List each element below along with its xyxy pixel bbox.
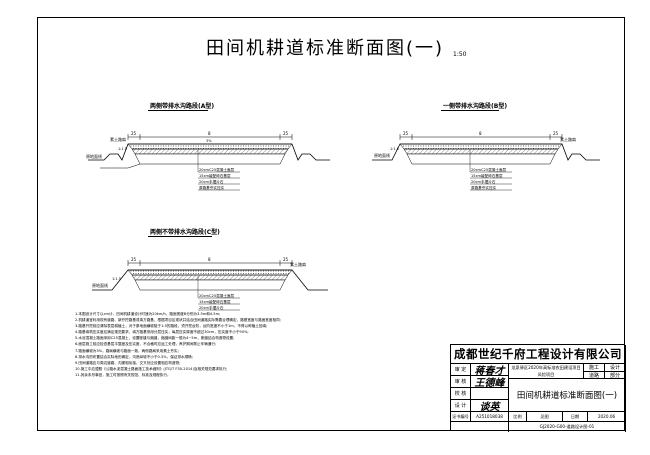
sheet-drawing-name: 田间机耕道标准断面图(一) [509, 379, 626, 412]
section-a-dim-right: 25 [283, 131, 289, 136]
title-block-spacer [451, 422, 509, 432]
signature-design: 谈英 [471, 400, 509, 412]
cert-label: 证书编号 [451, 412, 471, 422]
signature-approve: 蒋春才 [471, 364, 509, 376]
section-c-layer-3: 20cm手摆片石 [199, 305, 224, 310]
note-line: 2.机耕道宜利用现有道路、新开挖路基或填方路基，根据项目区现状并结合田间道路实际… [75, 318, 281, 323]
section-b-title: 一侧带排水沟路段(B型) [443, 103, 508, 110]
note-line: 10.施工中应遵照《公路水泥混凝土路面施工技术细则》(JTG/T F30-201… [75, 366, 228, 371]
role-design: 设 计 [451, 400, 471, 412]
note-line: 7.路面横坡为3%，路肩横坡与路面一致，两侧路肩采用素土夯实; [75, 348, 179, 353]
drawing-scale: 1:50 [453, 51, 467, 58]
section-a-drawing: 25 8 25 素土路肩 原地面线 1:1.5 3% 20cmC25混凝土面层 … [86, 131, 330, 191]
section-a-layer-2: 15cm级配碎石基层 [199, 173, 231, 178]
section-b-slope-mark: 1:1.5 [390, 147, 399, 151]
section-c-slope-mark: 1:1.5 [112, 277, 121, 281]
division-value: 部分 [605, 372, 626, 379]
section-a-slope-mark: 1:1.5 [118, 147, 127, 151]
design-notes: 1.本图设计尺寸以cm计，田间机耕道设计时速为20km/h，路面宽度B分别为3.… [75, 311, 445, 378]
section-a-layer-4: 原路基夯实压实 [199, 185, 225, 190]
section-a-title-underline [148, 110, 208, 111]
section-c-shoulder-label: 素土路肩 [290, 261, 306, 267]
section-b-ground-line [372, 143, 600, 161]
section-c-layer-1: 20cmC25混凝土面层 [199, 293, 235, 298]
section-a-original-ground [100, 163, 141, 169]
section-c-dim-left: 25 [131, 257, 137, 262]
section-b-base-layer [403, 148, 559, 155]
section-b-dim-middle: 8 [479, 131, 482, 136]
section-c-surface-layer [127, 269, 293, 276]
section-a-crossfall-mark: 3% [206, 139, 212, 143]
signature-review: 王德峰 [471, 376, 509, 388]
date-label: 日期 [563, 412, 588, 422]
section-c-drawing: 25 8 25 原地面线 素土路肩 1:1.5 20cmC25混凝土面层 15c… [92, 257, 328, 311]
section-a-title: 两侧带排水沟路段(A型) [150, 103, 215, 110]
project-name: 龙泉驿区2020年高标准农田建设项目 [509, 364, 584, 372]
drawing-number: GJ2020-G00-道路设计图-01 [509, 422, 626, 432]
division-label: 道路 [584, 372, 605, 379]
note-line: 4.路基填筑压实度应满足规范要求，填方路基采用分层压实，每层压实厚度不超过30c… [75, 330, 249, 335]
section-b-subgrade [406, 153, 556, 165]
cert-number: A251018038 [471, 412, 509, 422]
section-a-layer-3: 20cm手摆片石 [199, 179, 224, 184]
section-a-ground-label: 原地面线 [86, 153, 102, 159]
note-line: 6.面层施工前应检查基层平整度及压实度，不合格时应返工处理，养护期间禁止车辆通行… [75, 342, 217, 347]
section-b-title-underline [441, 110, 499, 111]
section-b-layer-1: 20cmC25混凝土面层 [471, 167, 507, 172]
drawing-frame [37, 17, 625, 431]
role-check: 校 核 [451, 388, 471, 400]
note-line: 8.排水沟的布置结合实际地形确定，沟底纵坡不小于0.3%，保证排水顺畅; [75, 354, 193, 359]
section-b-dim-left: 25 [403, 131, 409, 136]
section-b-shoulder-label: 素土路肩 [560, 136, 576, 142]
section-b-layer-4: 原路基夯实压实 [471, 185, 497, 190]
section-c-title-underline [148, 236, 212, 237]
section-b-layer-3: 20cm手摆片石 [471, 179, 496, 184]
stage-label: 施工 [584, 364, 605, 372]
section-c-dim-right: 25 [283, 257, 289, 262]
section-b-drawing: 25 8 25 原地面线 素土路肩 1:1.5 20cmC25混凝土面层 15c… [372, 131, 600, 191]
company-name: 成都世纪千府工程设计有限公司 [451, 345, 626, 364]
section-c-title: 两侧不带排水沟路段(C型) [150, 229, 220, 236]
section-a-subgrade [134, 153, 286, 165]
section-c-subgrade [134, 279, 286, 291]
section-a-dim-left: 25 [131, 131, 137, 136]
stage-value: 设计 [605, 364, 626, 372]
signature-check [471, 388, 509, 400]
section-b-ground-label: 原地面线 [374, 152, 390, 158]
drawing-title: 田间机耕道标准断面图(一) [205, 38, 445, 59]
note-line: 5.水泥混凝土路面采用C25混凝土，设置胀缝与缩缝，缩缝间距一般为4~5m，胀缝… [75, 336, 235, 341]
section-a-surface-layer [127, 143, 293, 150]
note-line: 11.其余未尽事宜，施工时按照有关规范、标准及规程执行。 [75, 372, 171, 377]
role-review: 审 核 [451, 376, 471, 388]
note-line: 3.路基开挖前应清除表层耕植土，对于原地面横坡陡于1:5的路段，须开挖台阶，台阶… [75, 324, 268, 329]
section-a-dim-middle: 8 [208, 131, 211, 136]
section-b-layer-2: 15cm级配碎石基层 [471, 173, 503, 178]
ratio-label: 比例 [509, 412, 527, 422]
title-block: 成都世纪千府工程设计有限公司 审 定 审 核 校 核 设 计 蒋春才 王德峰 谈… [450, 344, 626, 432]
note-line: 1.本图设计尺寸以cm计，田间机耕道设计时速为20km/h，路面宽度B分别为3.… [75, 312, 221, 316]
project-subtitle: 风险项目 [509, 372, 584, 379]
note-line: 9.田间道路应与周边道路、沟渠相衔接，交叉处应设置相应构造物; [75, 360, 181, 365]
date-value: 2020.06 [588, 412, 626, 422]
section-c-layer-2: 15cm级配碎石基层 [199, 299, 231, 304]
section-c-dim-middle: 8 [208, 257, 211, 262]
role-approve: 审 定 [451, 364, 471, 376]
section-c-base-layer [131, 274, 289, 281]
section-c-ground-label: 原地面线 [92, 282, 108, 288]
ratio-value: 见图 [527, 412, 563, 422]
section-a-shoulder-label: 素土路肩 [110, 136, 126, 142]
section-b-surface-layer [399, 143, 563, 150]
section-a-layer-1: 20cmC25混凝土面层 [199, 167, 235, 172]
section-a-base-layer [131, 148, 289, 155]
section-b-dim-right: 25 [553, 131, 559, 136]
